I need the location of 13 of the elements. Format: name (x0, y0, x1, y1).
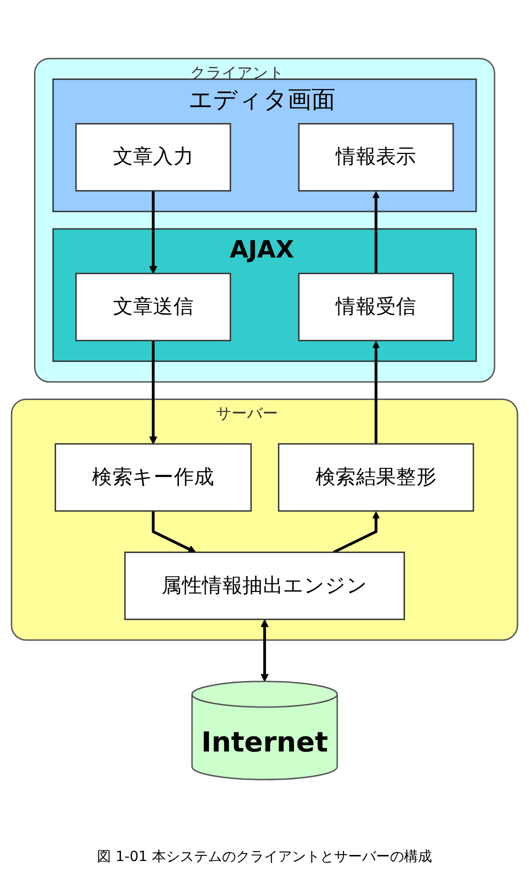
arrow (372, 340, 380, 444)
node-box: 属性情報抽出エンジン (124, 552, 405, 620)
node-box: 文章送信 (75, 272, 232, 342)
node-box: 検索結果整形 (278, 443, 474, 512)
node-box: 文章入力 (75, 123, 232, 192)
arrow (149, 190, 158, 274)
figure-caption: 図 1-01 本システムのクライアントとサーバーの構成 (97, 849, 432, 865)
arrow (152, 510, 196, 553)
node-box: 検索キー作成 (54, 443, 252, 512)
arrow (149, 340, 158, 444)
arrow (332, 510, 380, 554)
arrow (260, 619, 269, 682)
arrow (372, 190, 380, 274)
